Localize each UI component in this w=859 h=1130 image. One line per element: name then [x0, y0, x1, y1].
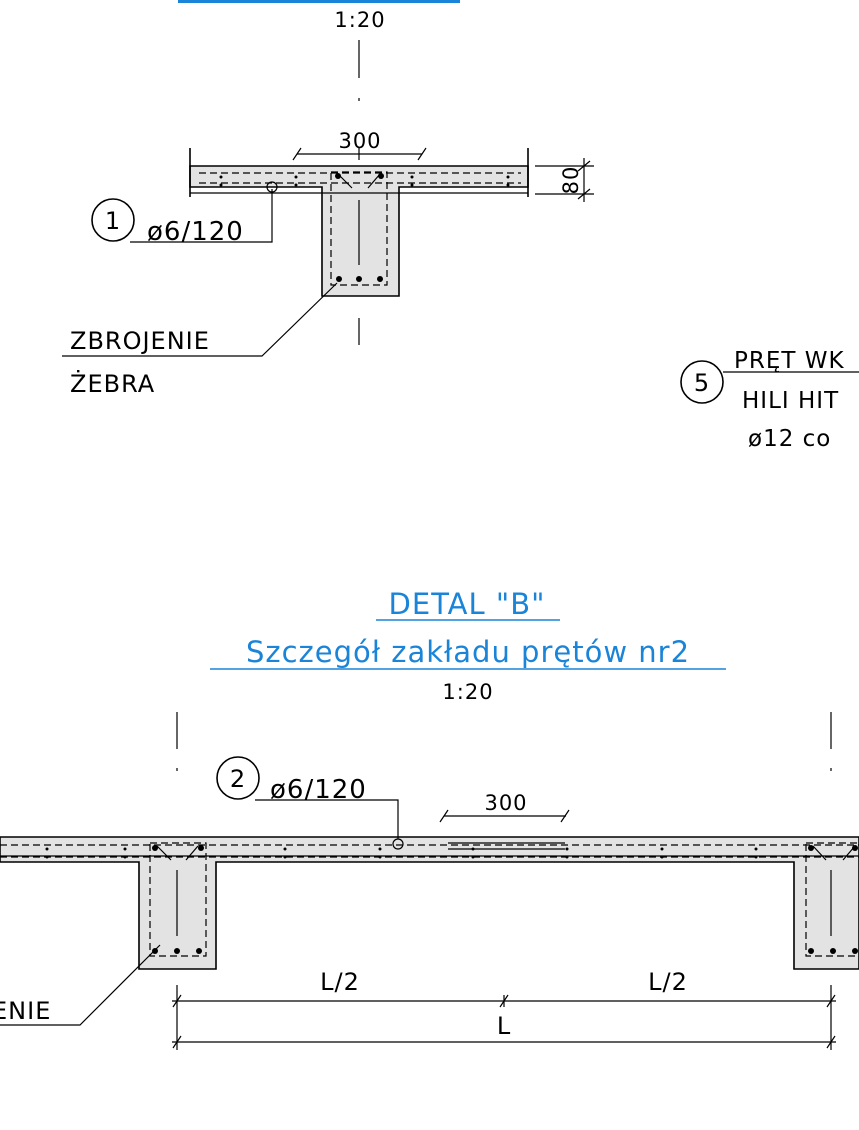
detail-a-stirrup: [330, 171, 388, 286]
detail-b-bar-mark: 2: [230, 765, 246, 793]
detail-b-subtitle: Szczegół zakładu prętów nr2: [246, 635, 690, 669]
detail-b-scale: 1:20: [442, 680, 493, 704]
side-note-bar-mark: 5: [694, 369, 710, 397]
detail-b-half-span-right: L/2: [648, 968, 688, 996]
side-note-bar-mark-circle: [680, 360, 724, 404]
detail-a-bar-mark: 1: [105, 207, 121, 235]
detail-a-dim-300-label: 300: [338, 129, 381, 153]
detail-b-stirrup-right: [805, 842, 859, 957]
detail-a-bar-mark-circle: [91, 198, 135, 242]
detail-b-half-span-left: L/2: [320, 968, 360, 996]
detail-a-scale: 1:20: [334, 8, 385, 32]
detail-a-callout-leader: [62, 282, 338, 357]
side-note-line3: ø12 co: [748, 426, 831, 452]
detail-b-bar-mark-circle: [216, 756, 260, 800]
detail-b-title: DETAL "B": [389, 587, 546, 621]
detail-a-title-remnant: [178, 0, 460, 3]
detail-a-callout-line2: ŻEBRA: [70, 369, 155, 398]
detail-a-callout-line1: ZBROJENIE: [70, 327, 210, 355]
detail-a-bar-leader: [130, 189, 273, 243]
side-note: 5 PRĘT WK HILI HIT ø12 co: [680, 348, 859, 452]
detail-b-callout-partial: ENIE: [0, 997, 51, 1025]
detail-b-bar-leader: [255, 799, 399, 839]
detail-b-stirrup-left: [149, 842, 207, 957]
side-note-line2: HILI HIT: [742, 388, 839, 414]
detail-b-slab: [0, 836, 859, 970]
side-note-line1: PRĘT WK: [734, 348, 845, 374]
detail-b-callout-leader: [0, 944, 161, 1026]
detail-a: 1:20 300 80: [62, 0, 594, 398]
detail-b-dim-300-label: 300: [484, 791, 527, 815]
detail-b-span: L: [497, 1012, 511, 1040]
detail-a-dim-80-label: 80: [559, 166, 583, 195]
detail-b: DETAL "B" Szczegół zakładu prętów nr2 1:…: [0, 587, 859, 1050]
